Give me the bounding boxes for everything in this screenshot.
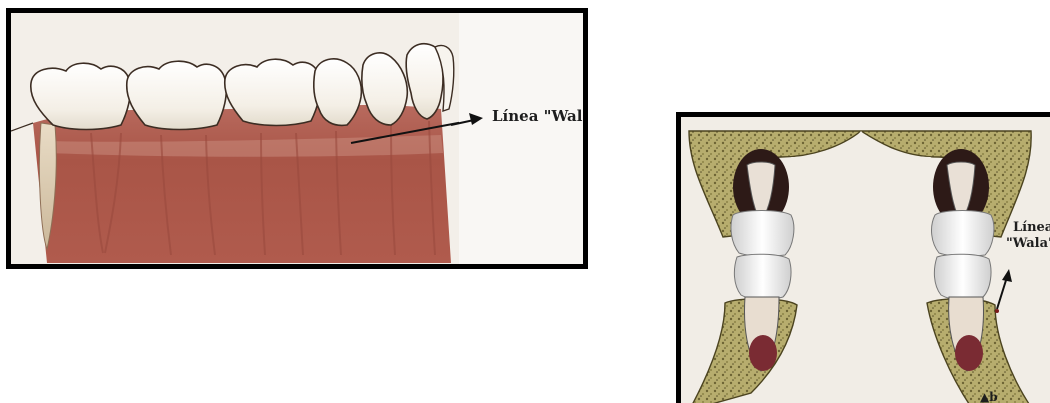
right-lower-crown xyxy=(934,254,991,300)
cross-section-illustration: Línea "Wala" ▲b xyxy=(676,112,1050,403)
molar-2 xyxy=(127,61,227,129)
lateral-teeth-drawing xyxy=(11,13,583,264)
cross-section-drawing xyxy=(681,117,1050,403)
wala-line-label: Línea "Wala" xyxy=(492,107,588,125)
left-upper-crown xyxy=(731,211,794,257)
lateral-teeth-illustration: Línea "Wala" xyxy=(6,8,588,269)
right-upper-crown xyxy=(932,211,994,257)
left-mandible xyxy=(691,299,797,403)
left-lower-crown xyxy=(734,254,791,300)
point-b-marker: ▲b xyxy=(980,390,998,403)
wala-label-line2: "Wala" xyxy=(1006,236,1050,251)
molar-3 xyxy=(225,59,321,125)
wala-arrow-right xyxy=(995,269,1012,313)
wala-label-line1: Línea xyxy=(1013,220,1050,235)
